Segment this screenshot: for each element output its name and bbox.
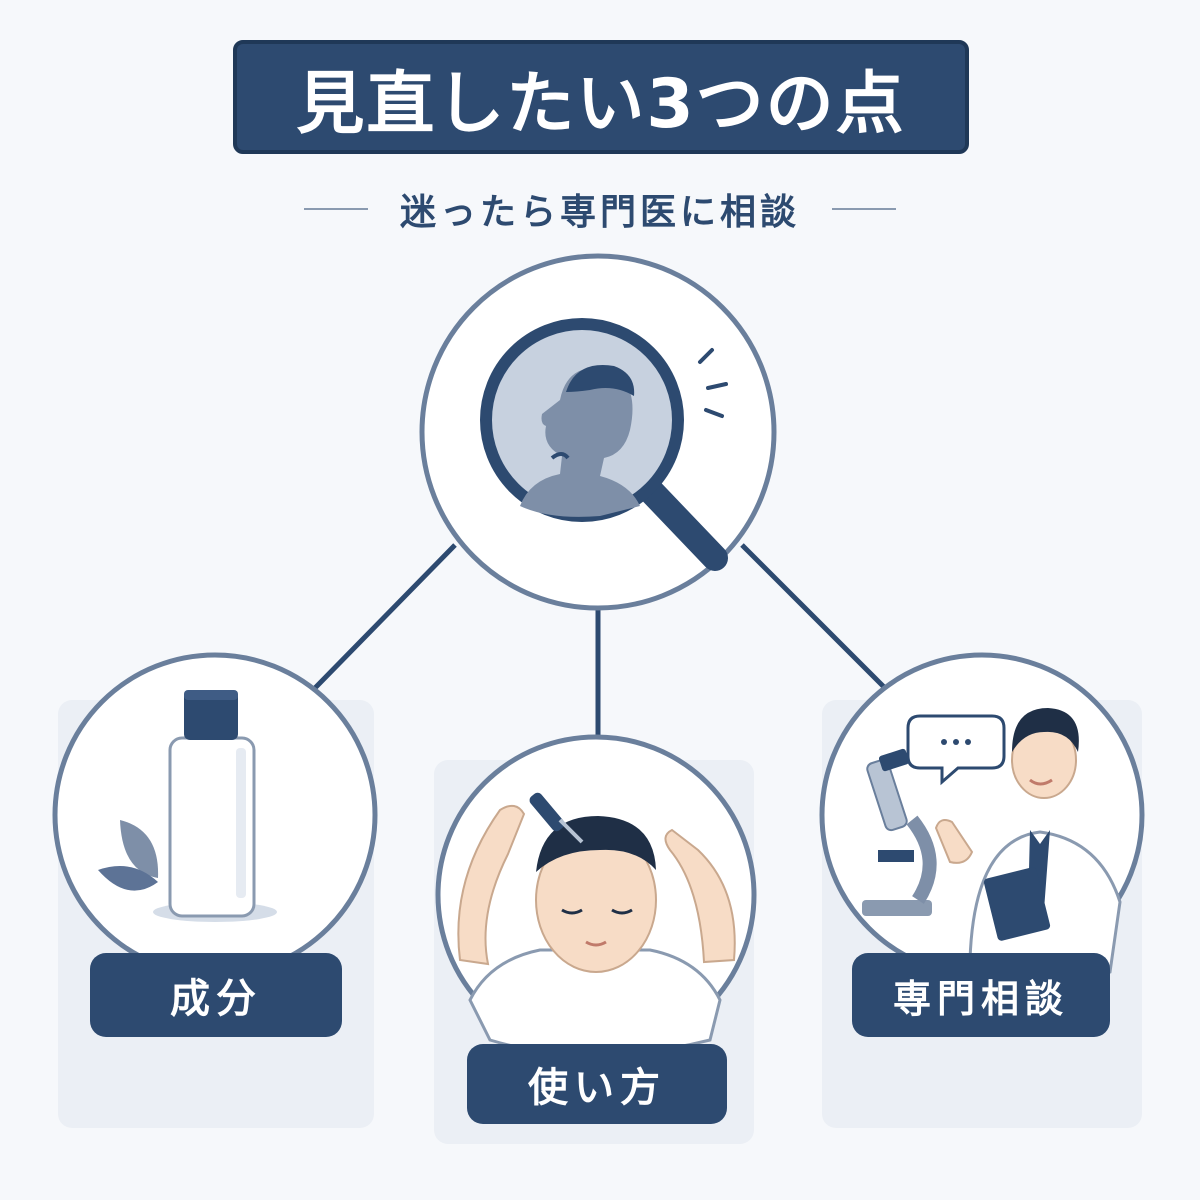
speech-bubble-icon — [906, 714, 1006, 786]
label-consultation: 専門相談 — [852, 953, 1110, 1037]
label-usage: 使い方 — [467, 1044, 727, 1124]
page-title: 見直したい3つの点 — [296, 64, 906, 144]
bottle-icon — [153, 690, 277, 922]
ingredients-node — [52, 652, 378, 978]
person-applying-icon — [457, 792, 736, 1057]
connector-left — [313, 543, 457, 690]
connector-right — [740, 543, 887, 690]
subtitle: 迷ったら専門医に相談 — [399, 192, 800, 233]
dropper-icon — [529, 792, 584, 844]
subtitle-left-rule — [303, 208, 368, 210]
subtitle-row: 迷ったら専門医に相談 — [0, 184, 1200, 234]
hub-node — [419, 253, 777, 611]
label-ingredients: 成分 — [90, 953, 342, 1037]
microscope-icon — [862, 748, 937, 916]
doctor-icon — [934, 708, 1122, 982]
sparkle-icon — [698, 348, 728, 418]
subtitle-right-rule — [832, 208, 896, 210]
usage-node — [435, 734, 757, 1057]
consult-node — [819, 652, 1145, 982]
title-banner: 見直したい3つの点 — [233, 40, 969, 154]
leaf-icon — [98, 820, 159, 891]
magnifier-icon — [480, 318, 728, 571]
